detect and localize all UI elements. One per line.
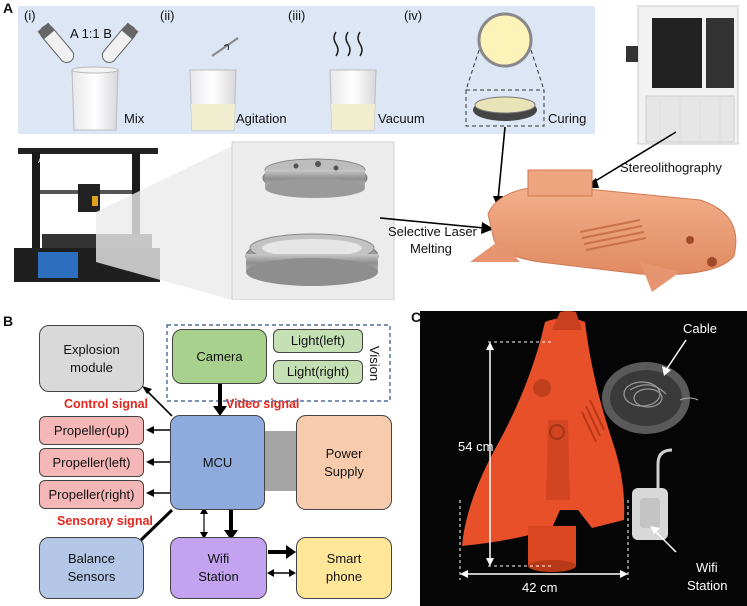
wifi-label-line2: Station [687, 578, 728, 593]
panel-c-label: C [411, 309, 422, 325]
balance-sensors-label: Balance Sensors [67, 551, 116, 584]
control-signal-label: Control signal [64, 397, 149, 411]
propeller-left-label: Propeller(left) [52, 454, 131, 470]
video-signal-label: Video signal [226, 397, 300, 411]
wifi-label-line1: Wifi [696, 560, 718, 575]
robot-photo-body [462, 311, 625, 572]
slm-label-line2: Melting [410, 241, 452, 256]
sla-machine [626, 5, 739, 145]
light-right-box: Light(right) [273, 360, 363, 384]
mcu-box: MCU [170, 415, 265, 510]
agitation-caption: Agitation [236, 111, 287, 126]
curing-caption: Curing [548, 111, 587, 126]
beaker-agitation [189, 69, 237, 131]
width-label: 42 cm [522, 580, 558, 595]
step-iii-label: (iii) [288, 8, 306, 23]
power-supply-box: Power Supply [296, 415, 392, 510]
mcu-label: MCU [202, 454, 233, 470]
smartphone-box: Smart phone [296, 537, 392, 599]
step-ii-label: (ii) [160, 8, 175, 23]
vacuum-caption: Vacuum [378, 111, 425, 126]
propeller-right-box: Propeller(right) [39, 480, 144, 509]
stir-rod [211, 37, 239, 57]
propeller-left-box: Propeller(left) [39, 448, 144, 477]
block-diagram-connectors [139, 324, 391, 577]
curing-disc-top [477, 12, 533, 68]
step-iv-label: (iv) [404, 8, 423, 23]
sensor-signal-label: Sensoray signal [57, 514, 153, 528]
cable-reel [602, 362, 699, 434]
explosion-module-box: Explosion module [39, 325, 144, 392]
mix-caption: Mix [124, 111, 145, 126]
camera-label: Camera [196, 348, 243, 364]
power-supply-label: Power Supply [324, 445, 364, 479]
printed-rings-view [231, 141, 395, 300]
camera-box: Camera [172, 329, 267, 384]
vacuum-waves [333, 31, 363, 57]
beaker-mix [71, 66, 119, 131]
curing-disc [473, 96, 537, 121]
light-left-box: Light(left) [273, 329, 363, 353]
vision-label: Vision [367, 345, 383, 382]
robot-photo [459, 311, 699, 580]
wifi-station-device [632, 448, 673, 540]
wifi-station-label: Wifi Station [198, 551, 239, 584]
propeller-up-box: Propeller(up) [39, 416, 144, 445]
test-tube-right [101, 22, 139, 63]
light-left-label: Light(left) [290, 333, 346, 349]
wifi-station-box: Wifi Station [170, 537, 267, 599]
step-i-label: (i) [24, 8, 36, 23]
beaker-vacuum [329, 69, 377, 131]
light-right-label: Light(right) [286, 364, 350, 380]
panel-b-label: B [3, 313, 14, 329]
process-illustration: ANYCUBIC I3 MEGA [14, 5, 739, 300]
propeller-right-label: Propeller(right) [48, 486, 135, 502]
balance-sensors-box: Balance Sensors [39, 537, 144, 599]
printer-brand-text: ANYCUBIC I3 MEGA [38, 158, 105, 165]
height-label: 54 cm [458, 439, 494, 454]
slm-label-line1: Selective Laser [388, 224, 477, 239]
smartphone-label: Smart phone [325, 551, 363, 584]
robot-render [470, 169, 737, 292]
ratio-label: A 1:1 B [70, 26, 112, 41]
propeller-up-label: Propeller(up) [53, 422, 130, 438]
test-tube-left [37, 22, 75, 63]
stereolithography-label: Stereolithography [620, 160, 722, 175]
cable-label: Cable [683, 321, 717, 336]
explosion-module-label: Explosion module [63, 341, 120, 375]
panel-a-label: A [3, 0, 14, 16]
